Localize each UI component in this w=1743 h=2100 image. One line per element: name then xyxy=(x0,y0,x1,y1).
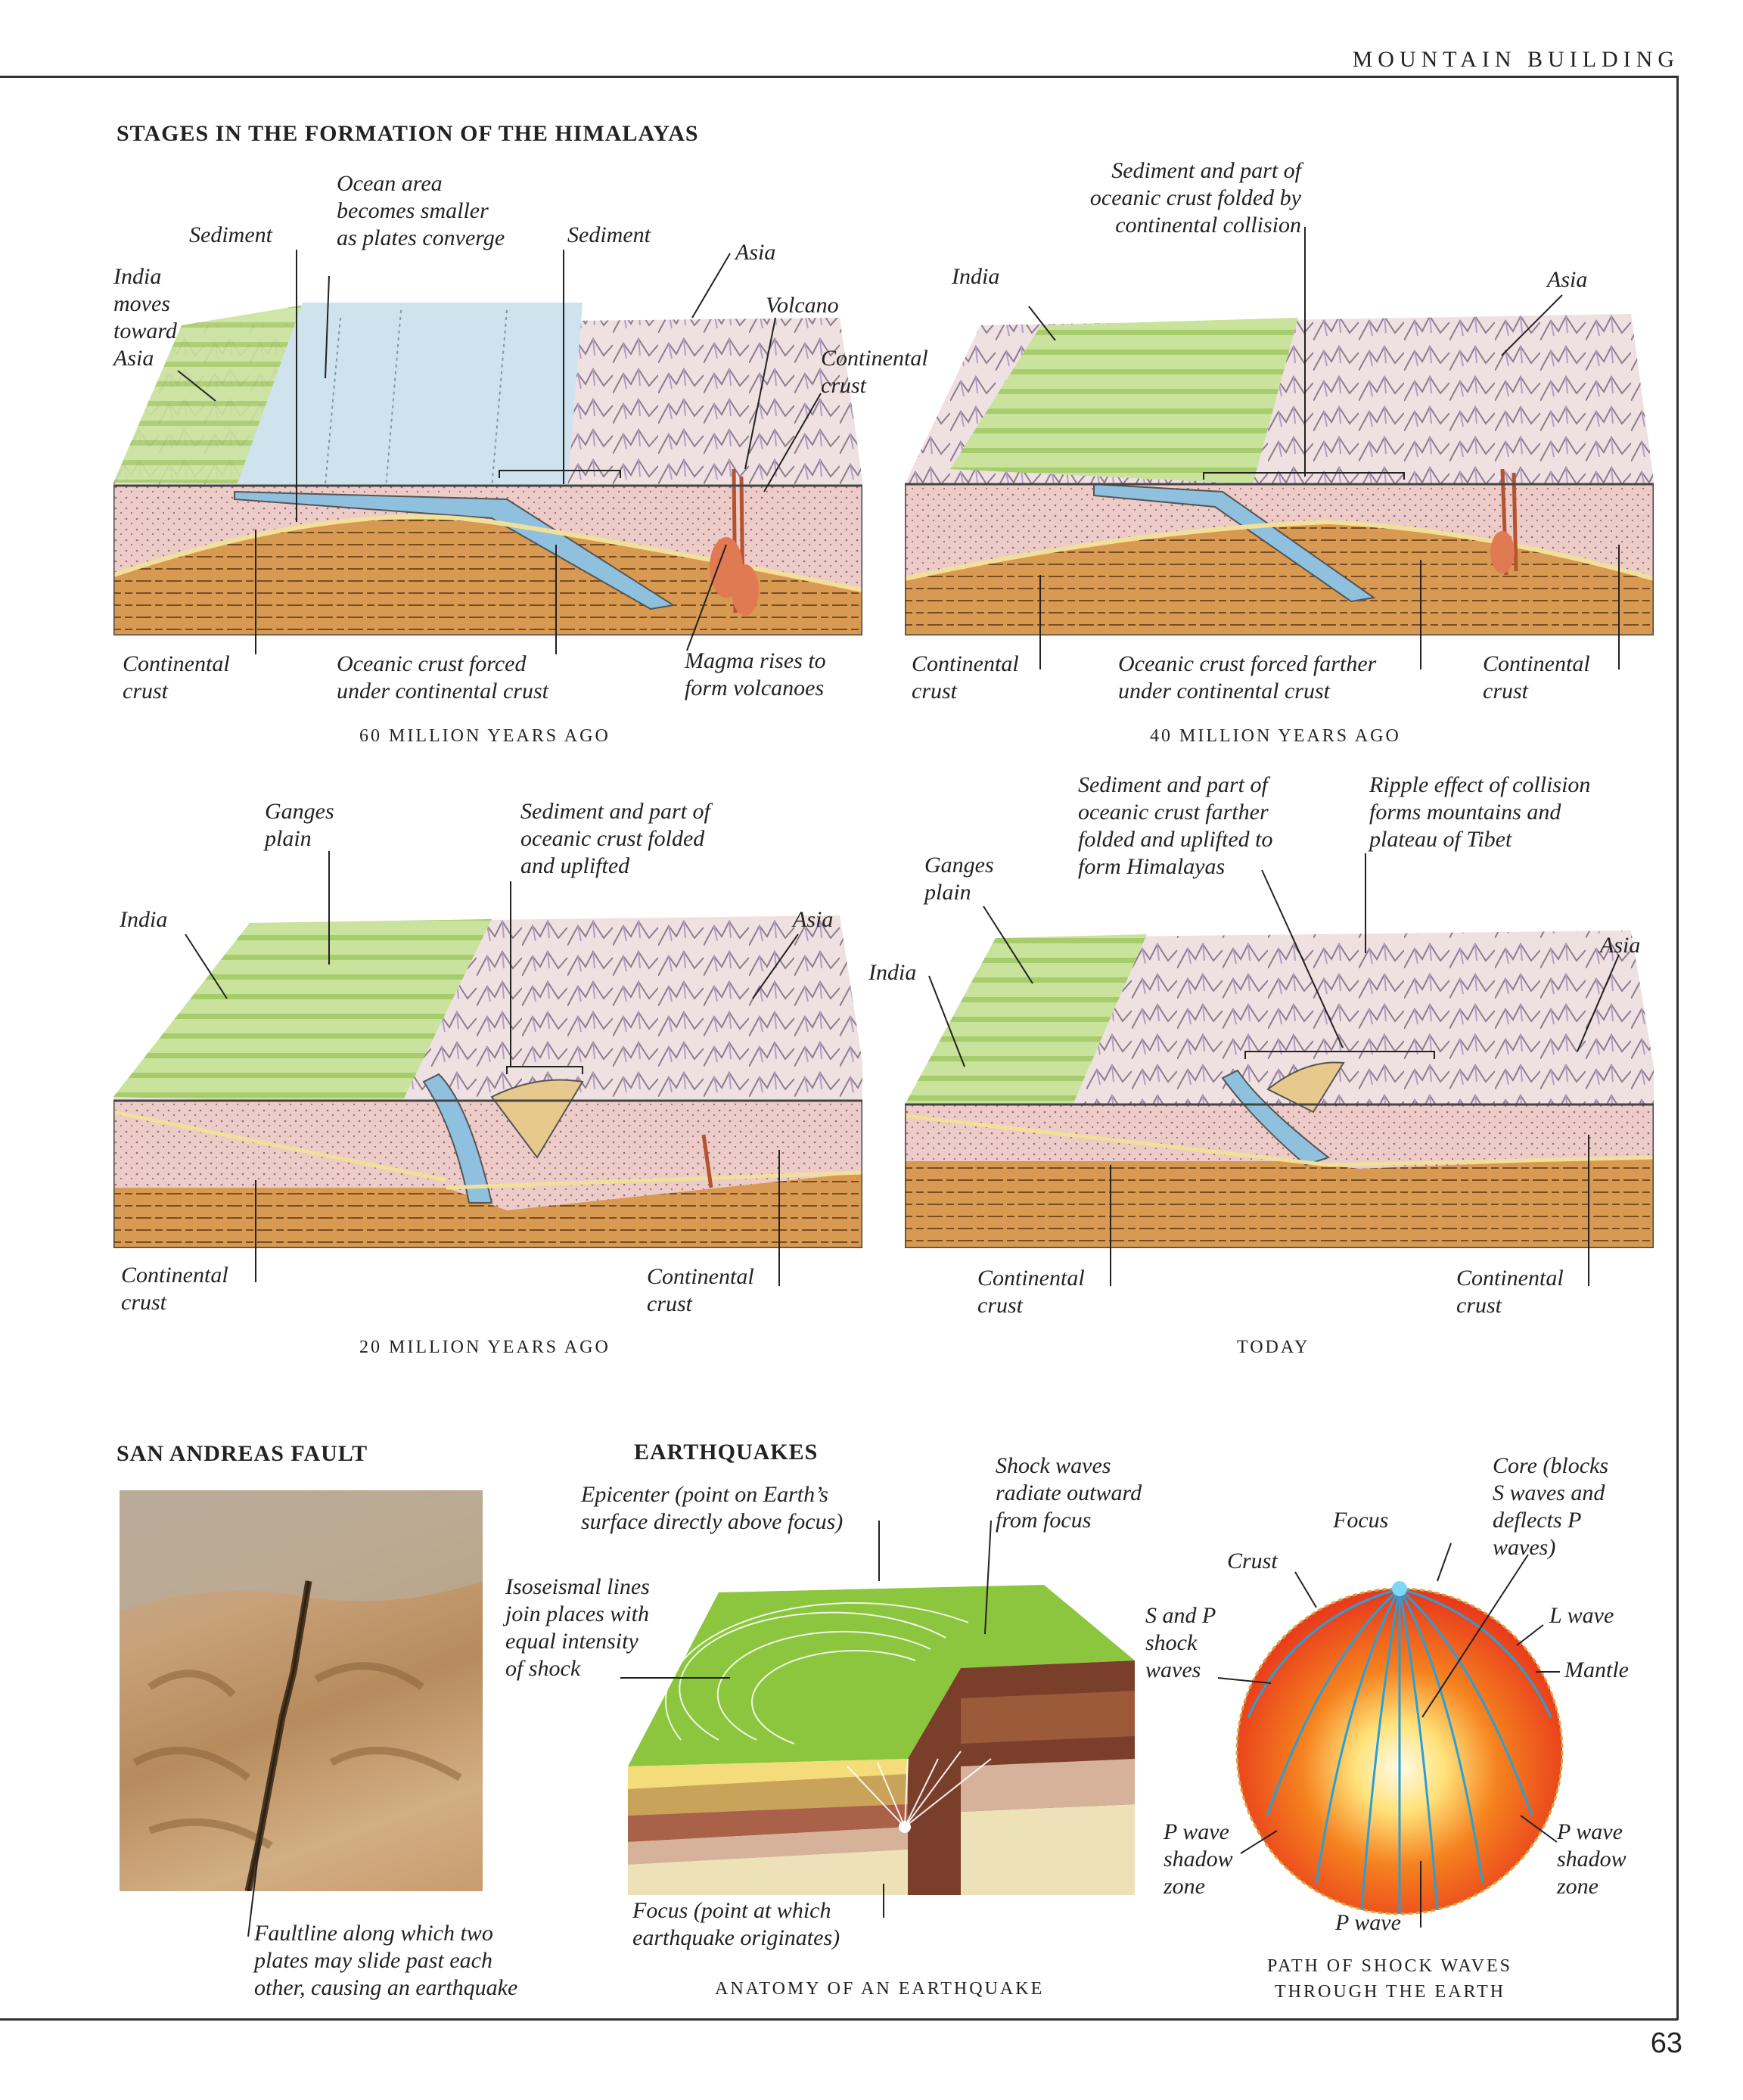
stage4-label-ripple: Ripple effect of collision forms mountai… xyxy=(1369,772,1591,852)
earth-focus-label: Focus xyxy=(1333,1508,1389,1533)
stage4-label-india: India xyxy=(868,960,917,985)
earthquake-anatomy-caption: ANATOMY OF AN EARTHQUAKE xyxy=(715,1979,1045,1999)
stage3-label-ganges: Ganges plain xyxy=(265,799,334,851)
himalayas-title: STAGES IN THE FORMATION OF THE HIMALAYAS xyxy=(117,121,699,146)
earth-p-shadow-left-label: P wave shadow zone xyxy=(1164,1819,1233,1899)
stage2-label-continental-left: Continental crust xyxy=(912,651,1019,704)
stage4-label-ganges: Ganges plain xyxy=(924,853,994,905)
stage1-caption: 60 MILLION YEARS AGO xyxy=(359,726,611,746)
stage4-label-sediment: Sediment and part of oceanic crust farth… xyxy=(1078,772,1273,879)
earth-caption-line2: THROUGH THE EARTH xyxy=(1275,1982,1506,2002)
frame-bottom-rule xyxy=(0,2018,1678,2021)
stage2-caption: 40 MILLION YEARS AGO xyxy=(1150,726,1401,746)
stage1-label-volcano: Volcano xyxy=(766,293,839,318)
faultline-label: Faultline along which two plates may sli… xyxy=(254,1921,518,2000)
earth-sp-waves-label: S and P shock waves xyxy=(1145,1603,1216,1682)
stage1-label-continental-top: Continental crust xyxy=(821,346,928,398)
isoseismal-label: Isoseismal lines join places with equal … xyxy=(505,1574,650,1681)
earthquakes-title: EARTHQUAKES xyxy=(634,1440,819,1465)
stage1-block-diagram xyxy=(113,303,862,635)
stage3-label-asia: Asia xyxy=(793,907,834,932)
stage1-label-ocean: Ocean area becomes smaller as plates con… xyxy=(337,171,505,250)
stage3-caption: 20 MILLION YEARS AGO xyxy=(359,1337,611,1357)
earth-mantle-label: Mantle xyxy=(1564,1657,1629,1682)
stage1-label-sediment-right: Sediment xyxy=(567,222,651,247)
shock-waves-label: Shock waves radiate outward from focus xyxy=(996,1453,1142,1533)
earthquake-anatomy-diagram xyxy=(628,1585,1135,1895)
earth-shock-path-diagram xyxy=(1235,1581,1564,1915)
focus-label: Focus (point at which earthquake origina… xyxy=(632,1898,840,1950)
stage4-label-continental-right: Continental crust xyxy=(1456,1266,1564,1318)
stage3-block-diagram xyxy=(113,915,862,1248)
stage2-label-oceanic: Oceanic crust forced farther under conti… xyxy=(1118,651,1377,704)
stage3-label-sediment: Sediment and part of oceanic crust folde… xyxy=(520,799,710,878)
page-number: 63 xyxy=(1650,2027,1682,2059)
earth-p-wave-label: P wave xyxy=(1335,1910,1401,1935)
stage4-caption: TODAY xyxy=(1237,1337,1310,1357)
stage3-leader-lines xyxy=(185,851,799,1286)
frame-right-rule xyxy=(1676,76,1679,2020)
stage1-label-asia: Asia xyxy=(735,240,776,265)
stage4-label-asia: Asia xyxy=(1600,933,1641,958)
stage3-label-continental-left: Continental crust xyxy=(121,1263,228,1315)
stage2-label-continental-right: Continental crust xyxy=(1483,651,1590,704)
stage1-label-magma: Magma rises to form volcanoes xyxy=(685,648,826,701)
stage2-label-india: India xyxy=(952,264,1000,289)
stage2-leader-lines xyxy=(1028,227,1620,669)
earth-caption-line1: PATH OF SHOCK WAVES xyxy=(1267,1956,1512,1976)
stage2-label-sediment: Sediment and part of oceanic crust folde… xyxy=(1089,158,1301,238)
stage1-leader-lines xyxy=(177,250,822,654)
stage1-label-continental-bottom: Continental crust xyxy=(123,651,230,704)
san-andreas-title: SAN ANDREAS FAULT xyxy=(117,1441,368,1466)
running-head: MOUNTAIN BUILDING xyxy=(1352,47,1679,72)
frame-top-rule xyxy=(0,76,1678,78)
earth-core-label: Core (blocks S waves and deflects P wave… xyxy=(1493,1453,1609,1560)
earth-crust-label: Crust xyxy=(1227,1549,1278,1573)
stage1-label-oceanic: Oceanic crust forced under continental c… xyxy=(337,651,548,704)
stage3-label-india: India xyxy=(120,907,168,932)
stage1-label-india: India moves toward Asia xyxy=(113,264,177,371)
earth-p-shadow-right-label: P wave shadow zone xyxy=(1557,1819,1626,1899)
stage4-label-continental-left: Continental crust xyxy=(977,1266,1085,1318)
stage4-block-diagram xyxy=(905,930,1654,1248)
stage3-label-continental-right: Continental crust xyxy=(647,1264,754,1316)
epicenter-label: Epicenter (point on Earth’s surface dire… xyxy=(581,1482,844,1534)
stage4-leader-lines xyxy=(928,853,1620,1286)
stage2-label-asia: Asia xyxy=(1547,267,1588,292)
stage2-block-diagram xyxy=(905,314,1654,635)
earth-l-wave-label: L wave xyxy=(1549,1603,1614,1628)
stage1-label-sediment-left: Sediment xyxy=(189,222,272,247)
